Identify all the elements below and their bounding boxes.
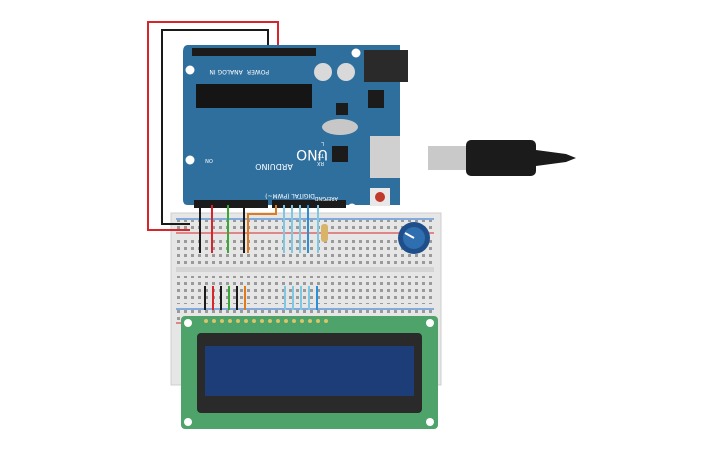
digital-label: DIGITAL (PWM~) — [265, 192, 315, 199]
lcd-pins — [204, 319, 328, 323]
arduino-board[interactable]: ARDUINO UNO DIGITAL (PWM~) POWER ANALOG … — [183, 45, 408, 213]
on-label: ON — [205, 157, 213, 163]
power-label: POWER — [247, 68, 269, 75]
lcd-module[interactable] — [181, 316, 438, 429]
analog-label: ANALOG IN — [209, 68, 242, 75]
lcd-screen — [205, 346, 414, 396]
usb-cable[interactable] — [428, 140, 576, 176]
resistor — [321, 224, 328, 242]
breadboard-wires[interactable] — [199, 205, 319, 310]
rx-label: RX — [317, 160, 324, 166]
tx-label: TX — [317, 152, 325, 158]
gnd-label: GND — [314, 195, 326, 201]
power-jack[interactable] — [364, 50, 408, 82]
aref-label: AREF — [325, 195, 338, 201]
brand-label: ARDUINO — [255, 162, 293, 171]
l-label: L — [321, 140, 324, 146]
potentiometer[interactable] — [398, 222, 430, 254]
model-label: UNO — [296, 146, 328, 162]
usb-port — [370, 136, 400, 178]
breadboard — [170, 212, 442, 386]
power-wires[interactable] — [147, 21, 279, 231]
